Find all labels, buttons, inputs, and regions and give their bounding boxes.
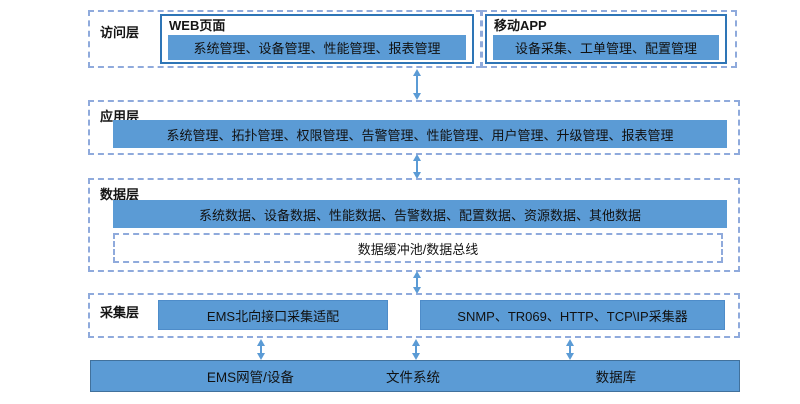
resource-bar: EMS网管/设备 文件系统 数据库: [90, 360, 740, 392]
data-layer-label: 数据层: [100, 187, 140, 202]
ems-northbound-adapter-box: EMS北向接口采集适配: [158, 300, 388, 330]
collection-layer-label: 采集层: [100, 305, 140, 320]
arrow-collection-ems-device: [256, 339, 265, 360]
data-modules-bar: 系统数据、设备数据、性能数据、告警数据、配置数据、资源数据、其他数据: [113, 200, 727, 228]
arrow-application-data: [412, 154, 421, 179]
data-buffer-bus-box: 数据缓冲池/数据总线: [113, 233, 723, 263]
web-page-box: WEB页面 系统管理、设备管理、性能管理、报表管理: [160, 14, 474, 64]
resource-database-label: 数据库: [595, 370, 637, 385]
arrow-data-collection: [412, 271, 421, 294]
arrow-access-application: [412, 69, 421, 100]
mobile-app-box: 移动APP 设备采集、工单管理、配置管理: [485, 14, 727, 64]
protocol-collector-box: SNMP、TR069、HTTP、TCP\IP采集器: [420, 300, 725, 330]
web-page-title: WEB页面: [169, 18, 226, 33]
resource-ems-device-label: EMS网管/设备: [206, 370, 294, 385]
arrow-collection-database: [565, 339, 574, 360]
application-modules-bar: 系统管理、拓扑管理、权限管理、告警管理、性能管理、用户管理、升级管理、报表管理: [113, 120, 727, 148]
resource-filesystem-label: 文件系统: [386, 370, 441, 385]
web-modules-bar: 系统管理、设备管理、性能管理、报表管理: [168, 35, 466, 60]
mobile-modules-bar: 设备采集、工单管理、配置管理: [493, 35, 719, 60]
mobile-app-title: 移动APP: [494, 18, 547, 33]
arrow-collection-filesystem: [411, 339, 420, 360]
access-layer-label: 访问层: [100, 25, 140, 40]
